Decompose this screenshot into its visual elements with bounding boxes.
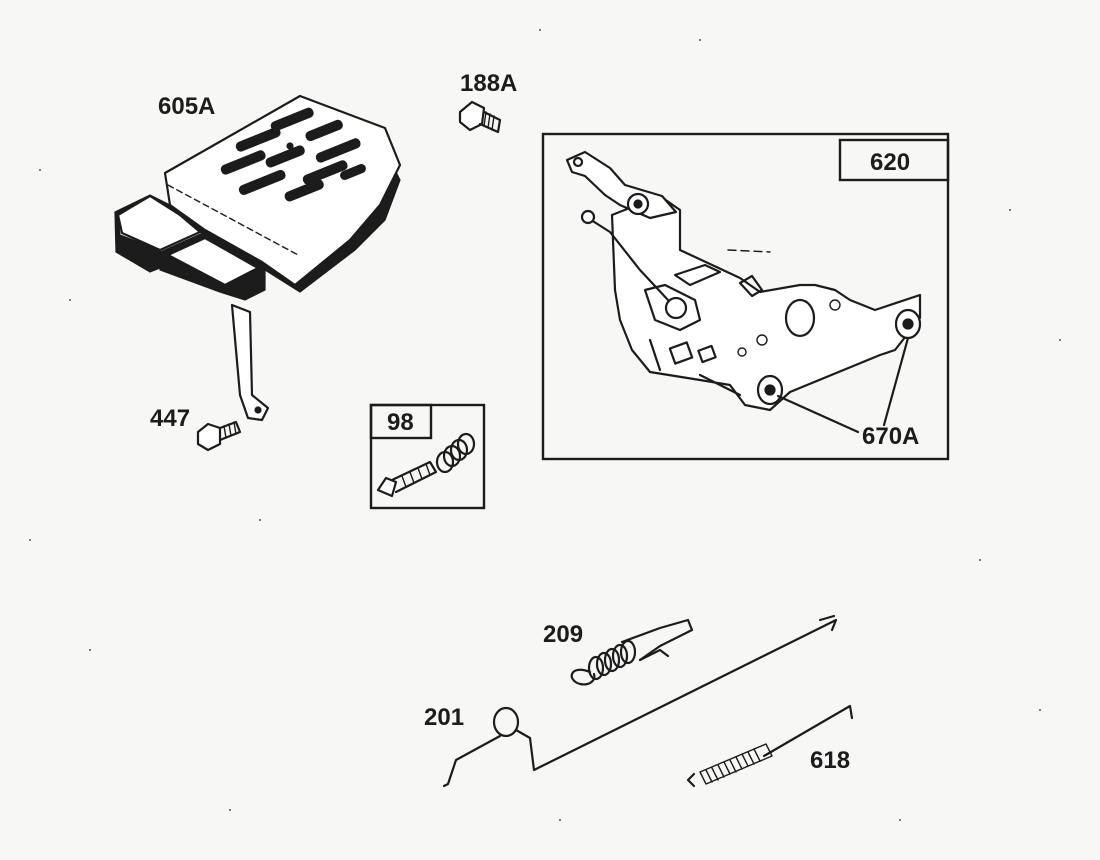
callout-209: 209 <box>543 621 583 648</box>
part-188A-bolt <box>458 100 502 134</box>
callout-188A: 188A <box>460 70 517 97</box>
vent-slots <box>220 107 366 202</box>
callout-447: 447 <box>150 405 190 432</box>
callout-201: 201 <box>424 704 464 731</box>
callout-98: 98 <box>387 409 414 436</box>
callout-618: 618 <box>810 747 850 774</box>
part-98-kit <box>369 403 486 510</box>
part-605A-cover <box>114 94 402 422</box>
callout-605A: 605A <box>158 93 215 120</box>
part-447-bolt <box>196 420 242 452</box>
callout-670A: 670A <box>862 423 919 450</box>
part-209-governor-spring <box>570 618 694 686</box>
scan-noise <box>29 29 1061 821</box>
callout-620: 620 <box>870 149 910 176</box>
part-618-extension-spring <box>686 704 854 788</box>
part-620-control-bracket <box>541 132 950 461</box>
part-201-governor-link <box>442 614 838 788</box>
